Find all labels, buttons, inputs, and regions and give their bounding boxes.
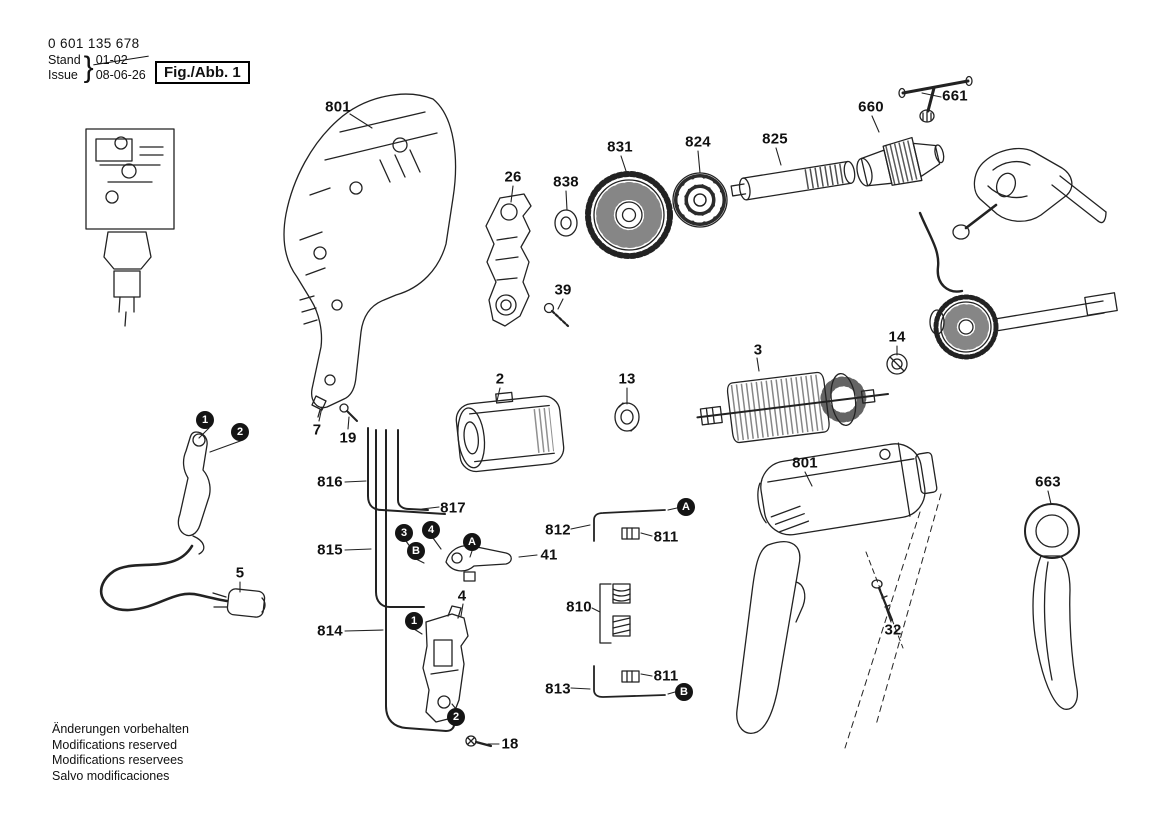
electronics-module-drawing [85,128,175,327]
part-callout: 7 [312,421,322,439]
part-callout: 3 [753,341,763,359]
part-callout: 815 [317,541,343,559]
part-callout: 661 [942,87,968,105]
revision-block: Stand Issue } 01-02 08-06-26 [48,53,308,83]
part-callout: 810 [566,598,592,616]
stator-drawing [455,391,565,473]
part-callout: 663 [1035,473,1061,491]
part-callout: 816 [317,473,343,491]
figure-label: Fig./Abb. 1 [155,61,250,84]
brush-spring-set-drawing [599,583,631,644]
spacer-ring-drawing [554,209,578,237]
part-callout: 660 [858,98,884,116]
drill-housing-half-drawing [283,93,457,409]
part-callout: 817 [440,499,466,517]
assembly-marker: 3 [395,524,413,542]
part-callout: 813 [545,680,571,698]
drill-housing-right-drawing [736,442,942,749]
part-callout: 811 [653,528,679,546]
part-callout: 824 [685,133,711,151]
part-callout: 838 [553,173,579,191]
part-callout: 831 [607,138,633,156]
assembly-marker: 1 [405,612,423,630]
leader-lines [198,92,1052,745]
assembly-marker: 2 [447,708,465,726]
spindle-drawing [730,160,856,201]
gear-drawing [585,171,673,259]
part-callout: 811 [653,667,679,685]
wiring-drawing [367,427,456,732]
plug-drawing [212,588,266,618]
part-callout: 18 [501,735,519,753]
part-callout: 2 [495,370,505,388]
part-number: 0 601 135 678 [48,36,140,51]
assembly-marker: 2 [231,423,249,441]
screw-32-drawing [871,579,894,622]
part-callout: 14 [888,328,906,346]
disclaimer-line: Modifications reserved [52,737,178,752]
clip-and-screw-drawing [311,395,358,422]
armature-drawing [696,371,890,444]
brush-wire-bottom-drawing [593,665,666,698]
bearing-13-drawing [614,402,640,432]
bearing-14-drawing [886,353,908,375]
assembly-marker: B [407,542,425,560]
issue-label: Issue [48,68,78,82]
power-cord-drawing [99,431,229,612]
alt-key-wheel-drawing [929,292,1118,360]
part-callout: 13 [618,370,636,388]
bearing-bracket-drawing [485,193,532,327]
disclaimer-line: Salvo modificaciones [52,768,170,783]
assembly-marker: A [677,498,695,516]
disclaimer-line: Modifications reservees [52,753,184,767]
assembly-marker: 1 [196,411,214,429]
screw-18-drawing [465,735,493,748]
switch-body-drawing [422,605,469,723]
part-callout: 825 [762,130,788,148]
part-callout: 32 [884,621,902,639]
part-callout: 801 [792,454,818,472]
switch-lever-drawing [445,544,512,582]
brush-wire-top-drawing [593,509,666,542]
part-callout: 41 [540,546,558,564]
disclaimer-block: Änderungen vorbehalten Modifications res… [52,722,189,784]
part-callout: 26 [504,168,522,186]
assembly-marker: A [463,533,481,551]
part-callout: 4 [457,587,467,605]
alt-chuck-assembly-drawing [918,147,1107,293]
part-callout: 5 [235,564,245,582]
title-block: 0 601 135 678 Stand Issue } 01-02 08-06-… [48,36,308,84]
chuck-drawing [856,136,945,187]
handle-663-drawing [1024,503,1080,710]
screw-39-drawing [543,302,570,328]
brace-glyph: } [83,51,94,84]
part-callout: 801 [325,98,351,116]
part-callout: 812 [545,521,571,539]
chuck-key-drawing [898,75,973,123]
part-callout: 19 [339,429,357,447]
issue-value: 08-06-26 [95,68,146,82]
assembly-marker: 4 [422,521,440,539]
assembly-marker: B [675,683,693,701]
ball-bearing-drawing [672,172,728,228]
part-callout: 39 [554,281,572,299]
part-callout: 814 [317,622,343,640]
stand-label: Stand [48,53,81,67]
disclaimer-line: Änderungen vorbehalten [52,722,189,736]
stand-value: 01-02 [96,53,146,68]
